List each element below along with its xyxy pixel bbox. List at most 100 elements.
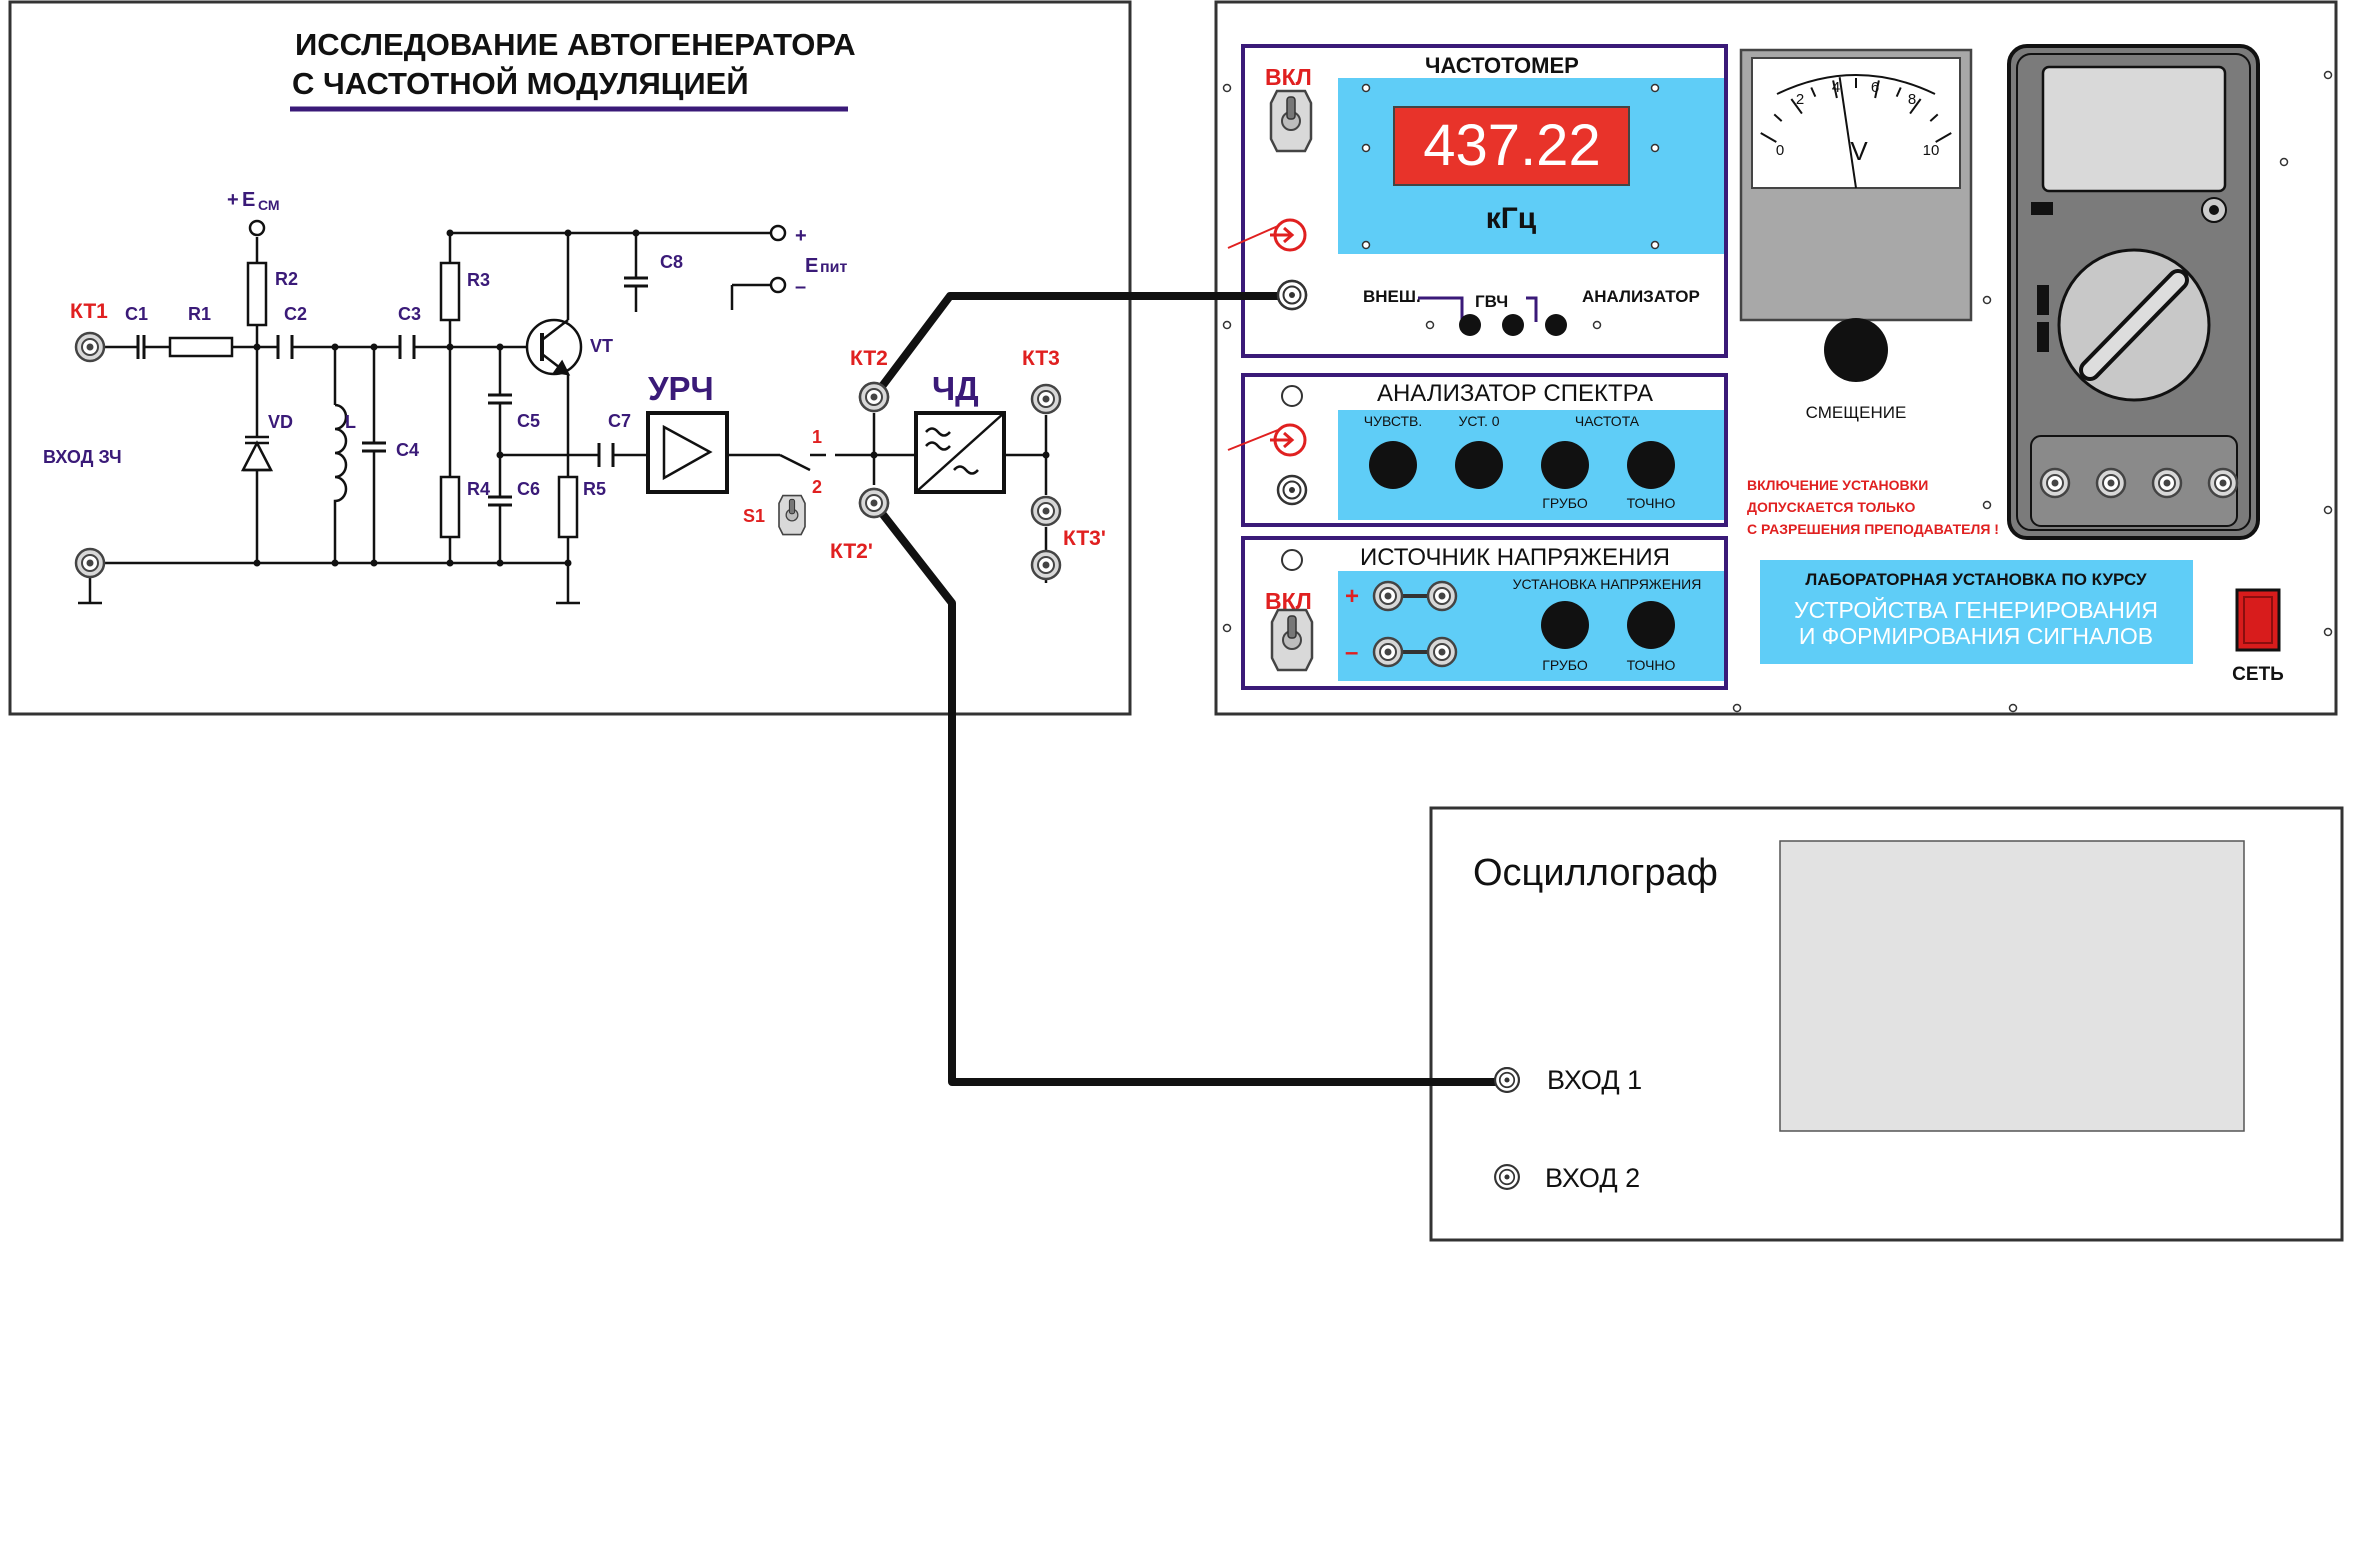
label-c2: С2 <box>284 304 307 324</box>
multimeter-jack-4[interactable] <box>2207 467 2239 499</box>
voltage-knob-coarse[interactable] <box>1541 601 1589 649</box>
voltmeter-tick <box>1935 132 1952 143</box>
multimeter <box>2007 44 2260 540</box>
lab-bench-panel: ВКЛ ЧАСТОТОМЕР 437.22 кГц ВНЕШ. ГВЧ АНАЛ… <box>1214 0 2338 716</box>
voltage-source-power-toggle[interactable] <box>1270 608 1314 672</box>
label-c8: С8 <box>660 252 683 272</box>
label-l: L <box>345 412 356 432</box>
capacitor-c3 <box>398 335 416 359</box>
oscilloscope-input1-label: ВХОД 1 <box>1547 1065 1642 1095</box>
freq-meter-power-toggle[interactable] <box>1269 89 1313 153</box>
label-r5: R5 <box>583 479 606 499</box>
external-input-arrow-icon <box>1227 218 1307 252</box>
voltage-plus-label: + <box>1345 583 1359 610</box>
capacitor-c2 <box>276 335 294 359</box>
voltage-coarse-label: ГРУБО <box>1542 657 1588 673</box>
voltmeter-tick <box>1760 132 1777 143</box>
jack-kt1[interactable] <box>74 331 106 363</box>
oscilloscope-input2-jack[interactable] <box>1494 1164 1520 1190</box>
voltmeter-tick <box>1874 80 1880 99</box>
multimeter-button-1[interactable] <box>2037 285 2049 315</box>
plate-line3: И ФОРМИРОВАНИЯ СИГНАЛОВ <box>1799 623 2153 649</box>
label-c5: С5 <box>517 411 540 431</box>
label-urch: УРЧ <box>648 370 714 407</box>
lab-plate: ЛАБОРАТОРНАЯ УСТАНОВКА ПО КУРСУ УСТРОЙСТ… <box>1760 560 2193 664</box>
varicap-diode-vd <box>240 435 274 477</box>
multimeter-display <box>2041 65 2227 193</box>
frequency-detector-block <box>914 411 1006 494</box>
multimeter-jack-1[interactable] <box>2039 467 2071 499</box>
supply-plus-terminal[interactable] <box>769 224 787 242</box>
voltage-minus-terminals[interactable] <box>1372 636 1458 668</box>
voltage-setting-label: УСТАНОВКА НАПРЯЖЕНИЯ <box>1513 576 1702 592</box>
voltmeter: 0 2 4 6 8 10 V <box>1739 48 1973 322</box>
voltmeter-scale-4: 4 <box>1832 79 1840 96</box>
resistor-r1 <box>168 336 234 358</box>
voltage-source-module: ИСТОЧНИК НАПРЯЖЕНИЯ ВКЛ + – УСТАНОВКА НА… <box>1241 536 1728 690</box>
rf-amplifier-block <box>646 411 729 494</box>
multimeter-jack-3[interactable] <box>2151 467 2183 499</box>
label-c7: С7 <box>608 411 631 431</box>
label-pos1: 1 <box>812 427 822 447</box>
voltmeter-unit: V <box>1850 136 1868 166</box>
resistor-r5 <box>557 475 579 539</box>
jack-kt3[interactable] <box>1030 383 1062 415</box>
label-kt3: КТ3 <box>1022 347 1060 370</box>
voltage-knob-fine[interactable] <box>1627 601 1675 649</box>
label-r1: R1 <box>188 304 211 324</box>
multimeter-range-dial[interactable] <box>2057 248 2211 402</box>
knob-sensitivity[interactable] <box>1369 441 1417 489</box>
resistor-r2 <box>246 261 268 327</box>
knob-zero-set[interactable] <box>1455 441 1503 489</box>
freq-meter-display <box>1393 106 1630 186</box>
spectrum-analyzer-module: АНАЛИЗАТОР СПЕКТРА ЧУВСТВ. УСТ. 0 ЧАСТОТ… <box>1227 373 1728 527</box>
multimeter-jack-2[interactable] <box>2095 467 2127 499</box>
capacitor-c6 <box>488 495 512 507</box>
label-kt2: КТ2 <box>850 347 888 370</box>
schematic-panel: ИССЛЕДОВАНИЕ АВТОГЕНЕРАТОРА С ЧАСТОТНОЙ … <box>8 0 1132 716</box>
freq-source-switch[interactable] <box>1418 296 1602 336</box>
jack-ground[interactable] <box>74 547 106 579</box>
label-e-cm: Е <box>242 189 255 211</box>
knob-frequency-coarse[interactable] <box>1541 441 1589 489</box>
label-vt: VT <box>590 336 613 356</box>
multimeter-gear-icon <box>2201 197 2227 223</box>
jack-kt3-prime-ground[interactable] <box>1030 549 1062 581</box>
label-chd: ЧД <box>932 370 979 407</box>
voltmeter-tick <box>1773 113 1783 122</box>
voltmeter-scale-10: 10 <box>1923 142 1940 159</box>
resistor-r3 <box>439 261 461 322</box>
bias-knob[interactable] <box>1824 318 1888 382</box>
jack-kt3-prime[interactable] <box>1030 495 1062 527</box>
freq-source-analyzer: АНАЛИЗАТОР <box>1582 287 1700 306</box>
label-e-cm-plus: + <box>227 189 239 211</box>
transistor-vt <box>525 318 583 376</box>
voltage-plus-terminals[interactable] <box>1372 580 1458 612</box>
warning-line3: С РАЗРЕШЕНИЯ ПРЕПОДАВАТЕЛЯ ! <box>1747 521 1999 537</box>
multimeter-button-2[interactable] <box>2037 322 2049 352</box>
cable-kt2-to-freq-meter[interactable] <box>870 292 1292 400</box>
knob-frequency-fine[interactable] <box>1627 441 1675 489</box>
bias-supply-terminal[interactable] <box>248 219 266 237</box>
cable-kt2-prime-to-oscilloscope[interactable] <box>870 500 1507 1086</box>
voltmeter-tick <box>1832 80 1838 99</box>
freq-source-gvch: ГВЧ <box>1475 292 1508 311</box>
frequency-meter-module: ВКЛ ЧАСТОТОМЕР 437.22 кГц ВНЕШ. ГВЧ АНАЛ… <box>1227 44 1728 358</box>
bias-label: СМЕЩЕНИЕ <box>1806 403 1907 422</box>
voltage-minus-label: – <box>1345 639 1358 666</box>
analyzer-input-jack[interactable] <box>1276 474 1308 506</box>
voltage-source-title: ИСТОЧНИК НАПРЯЖЕНИЯ <box>1360 544 1670 571</box>
warning-line1: ВКЛЮЧЕНИЕ УСТАНОВКИ <box>1747 477 1928 493</box>
supply-minus-terminal[interactable] <box>769 276 787 294</box>
voltmeter-tick <box>1790 98 1803 115</box>
schematic-title-line1: ИССЛЕДОВАНИЕ АВТОГЕНЕРАТОРА <box>295 27 856 62</box>
oscilloscope-title: Осциллограф <box>1473 852 1718 894</box>
capacitor-c8 <box>624 276 648 288</box>
freq-source-external: ВНЕШ. <box>1363 287 1421 306</box>
voltage-fine-label: ТОЧНО <box>1627 657 1676 673</box>
label-kt3-prime: КТ3' <box>1063 527 1106 550</box>
switch-s1[interactable] <box>778 494 806 536</box>
label-input-zch: ВХОД ЗЧ <box>43 447 122 467</box>
voltmeter-scale-0: 0 <box>1776 142 1784 159</box>
